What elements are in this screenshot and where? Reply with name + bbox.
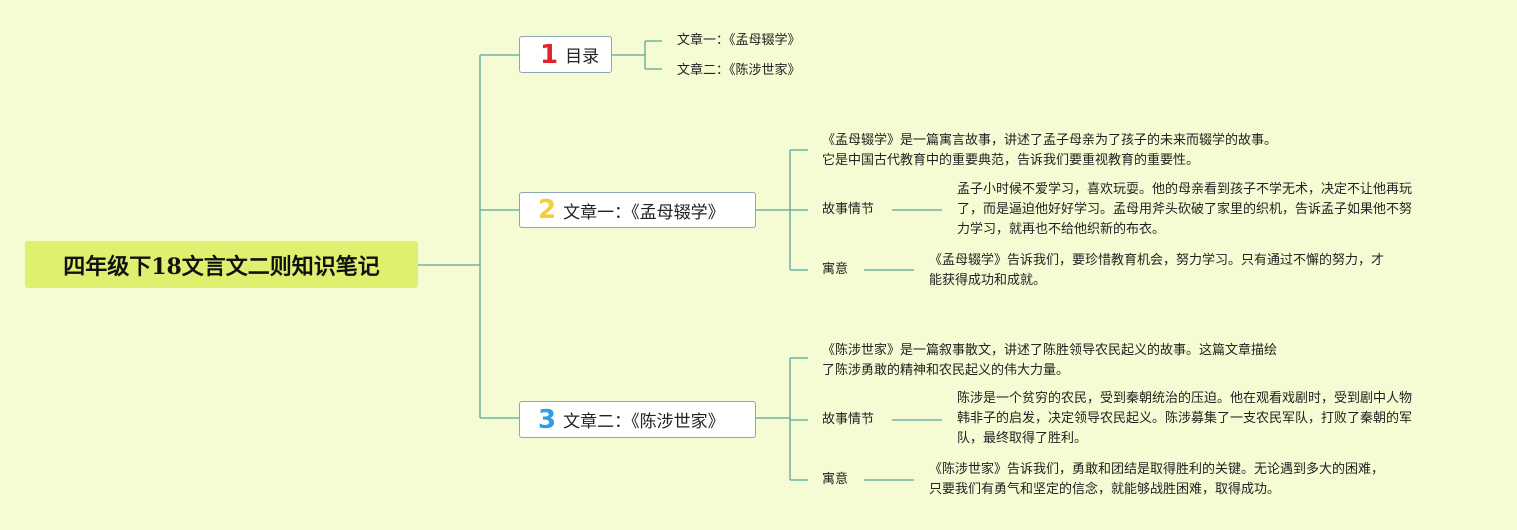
plot-line: 孟子小时候不爱学习，喜欢玩耍。他的母亲看到孩子不学无术，决定不让他再玩 — [957, 182, 1413, 197]
plot-line: 队，最终取得了胜利。 — [957, 431, 1088, 446]
branch-label: 文章二：《陈涉世家》 — [563, 412, 725, 432]
intro-line: 《孟母辍学》是一篇寓言故事，讲述了孟子母亲为了孩子的未来而辍学的故事。 — [822, 133, 1278, 148]
article-2-moral-label[interactable]: 寓意 — [822, 472, 849, 487]
plot-line: 陈涉是一个贫穷的农民，受到秦朝统治的压迫。他在观看戏剧时，受到剧中人物 — [957, 391, 1413, 406]
article-2-moral[interactable]: 《陈涉世家》告诉我们，勇敢和团结是取得胜利的关键。无论遇到多大的困难， 只要我们… — [929, 460, 1384, 500]
number-2-icon: 2 — [538, 195, 557, 225]
moral-line: 只要我们有勇气和坚定的信念，就能够战胜困难，取得成功。 — [929, 482, 1281, 497]
toc-item-1[interactable]: 文章一：《孟母辍学》 — [677, 33, 801, 48]
toc-item-2[interactable]: 文章二：《陈涉世家》 — [677, 63, 801, 78]
article-1-intro[interactable]: 《孟母辍学》是一篇寓言故事，讲述了孟子母亲为了孩子的未来而辍学的故事。 它是中国… — [822, 131, 1277, 171]
number-3-icon: 3 — [538, 404, 557, 435]
plot-line: 力学习，就再也不给他织新的布衣。 — [957, 222, 1166, 237]
branch-label: 文章一：《孟母辍学》 — [563, 202, 725, 223]
intro-line: 了陈涉勇敢的精神和农民起义的伟大力量。 — [822, 363, 1070, 378]
article-1-plot[interactable]: 孟子小时候不爱学习，喜欢玩耍。他的母亲看到孩子不学无术，决定不让他再玩 了，而是… — [957, 180, 1412, 240]
article-1-moral-label[interactable]: 寓意 — [822, 262, 849, 277]
article-2-plot[interactable]: 陈涉是一个贫穷的农民，受到秦朝统治的压迫。他在观看戏剧时，受到剧中人物 韩非子的… — [957, 389, 1412, 449]
branch-article-1[interactable]: 2 文章一：《孟母辍学》 — [519, 192, 756, 228]
plot-line: 韩非子的启发，决定领导农民起义。陈涉募集了一支农民军队，打败了秦朝的军 — [957, 411, 1413, 426]
moral-line: 能获得成功和成就。 — [929, 273, 1047, 288]
root-topic[interactable]: 四年级下18文言文二则知识笔记 — [25, 241, 418, 288]
branch-toc[interactable]: 1 目录 — [519, 36, 612, 73]
article-1-plot-label[interactable]: 故事情节 — [822, 202, 875, 217]
intro-line: 《陈涉世家》是一篇叙事散文，讲述了陈胜领导农民起义的故事。这篇文章描绘 — [822, 343, 1278, 358]
branch-label: 目录 — [565, 47, 600, 67]
moral-line: 《陈涉世家》告诉我们，勇敢和团结是取得胜利的关键。无论遇到多大的困难， — [929, 462, 1385, 477]
branch-article-2[interactable]: 3 文章二：《陈涉世家》 — [519, 401, 756, 438]
article-2-intro[interactable]: 《陈涉世家》是一篇叙事散文，讲述了陈胜领导农民起义的故事。这篇文章描绘 了陈涉勇… — [822, 341, 1277, 381]
number-1-icon: 1 — [540, 39, 559, 70]
plot-line: 了，而是逼迫他好好学习。孟母用斧头砍破了家里的织机，告诉孟子如果他不努 — [957, 202, 1413, 217]
intro-line: 它是中国古代教育中的重要典范，告诉我们要重视教育的重要性。 — [822, 153, 1200, 168]
article-2-plot-label[interactable]: 故事情节 — [822, 412, 875, 427]
moral-line: 《孟母辍学》告诉我们，要珍惜教育机会，努力学习。只有通过不懈的努力，才 — [929, 253, 1385, 268]
article-1-moral[interactable]: 《孟母辍学》告诉我们，要珍惜教育机会，努力学习。只有通过不懈的努力，才 能获得成… — [929, 251, 1384, 291]
